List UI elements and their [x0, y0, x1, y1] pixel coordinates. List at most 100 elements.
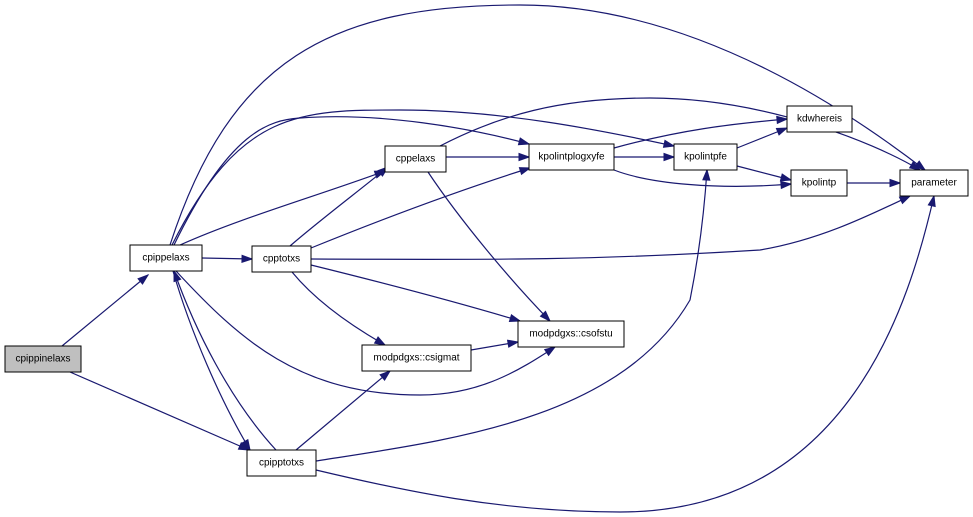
- node-box[interactable]: [246, 449, 317, 477]
- arrowhead-icon: [240, 438, 251, 452]
- node-cpippelaxs[interactable]: cpippelaxs: [129, 244, 203, 272]
- edges-layer: [61, 4, 936, 513]
- edge-line: [179, 170, 386, 246]
- node-kpolintp[interactable]: kpolintp: [790, 169, 848, 197]
- edge-cpipptotxs-to-cpippelaxs: [173, 269, 277, 451]
- arrowhead-icon: [508, 313, 522, 323]
- arrowhead-icon: [662, 139, 676, 148]
- node-modpdgxs-csigmat[interactable]: modpdgxs::csigmat: [361, 344, 472, 372]
- edge-cpippinelaxs-to-cpippelaxs: [61, 274, 150, 347]
- arrowhead-icon: [543, 346, 557, 357]
- edge-modpdgxs_csigmat-to-modpdgxs_csofstu: [470, 339, 520, 351]
- node-box[interactable]: [251, 245, 312, 273]
- edge-cppelaxs-to-parameter: [439, 97, 922, 171]
- edge-line: [310, 195, 911, 261]
- node-cpipptotxs[interactable]: cpipptotxs: [246, 449, 317, 477]
- arrowhead-icon: [702, 168, 711, 181]
- arrowhead-icon: [137, 274, 150, 285]
- edge-cppelaxs-to-modpdgxs_csofstu: [427, 171, 552, 323]
- node-label: kpolintpfe: [684, 152, 727, 163]
- arrowhead-icon: [898, 195, 912, 205]
- edge-cpptotxs-to-modpdgxs_csofstu: [310, 264, 522, 323]
- node-box[interactable]: [361, 344, 472, 372]
- arrowhead-icon: [914, 160, 927, 171]
- arrowhead-icon: [379, 370, 392, 381]
- edge-line: [289, 166, 389, 247]
- node-box[interactable]: [4, 345, 82, 373]
- node-label: kdwhereis: [797, 114, 842, 125]
- edge-line: [613, 169, 792, 187]
- edge-line: [173, 270, 277, 451]
- node-box[interactable]: [384, 145, 447, 173]
- edge-cpipptotxs-to-kpolintpfe: [315, 168, 711, 462]
- edge-kpolintp-to-parameter: [847, 178, 902, 188]
- node-box[interactable]: [129, 244, 203, 272]
- edge-cppelaxs-to-kpolintplogxyfe: [446, 152, 531, 162]
- edge-cpippelaxs-to-cppelaxs: [179, 170, 387, 246]
- arrowhead-icon: [776, 115, 789, 125]
- node-box[interactable]: [899, 169, 969, 197]
- edge-cpippelaxs-to-modpdgxs_csofstu: [175, 270, 557, 396]
- node-label: cpippinelaxs: [15, 354, 70, 365]
- edge-line: [171, 109, 675, 246]
- node-box[interactable]: [673, 143, 738, 171]
- arrowhead-icon: [775, 127, 789, 136]
- node-kpolintplogxyfe[interactable]: kpolintplogxyfe: [528, 143, 615, 171]
- edge-cpippelaxs-to-kpolintpfe: [171, 109, 676, 246]
- edge-line: [291, 271, 386, 346]
- arrowhead-icon: [780, 180, 793, 190]
- edge-cpippinelaxs-to-cpipptotxs: [69, 371, 251, 451]
- edge-line: [172, 270, 251, 451]
- arrowhead-icon: [779, 173, 793, 182]
- arrowhead-icon: [908, 160, 922, 171]
- edge-line: [310, 264, 521, 322]
- node-label: kpolintplogxyfe: [538, 152, 605, 163]
- arrowhead-icon: [241, 254, 254, 263]
- arrowhead-icon: [518, 152, 531, 162]
- node-box[interactable]: [517, 320, 625, 348]
- node-modpdgxs-csofstu[interactable]: modpdgxs::csofstu: [517, 320, 625, 348]
- arrowhead-icon: [889, 178, 902, 188]
- arrowhead-icon: [173, 269, 182, 283]
- edge-line: [439, 97, 921, 171]
- node-cppelaxs[interactable]: cppelaxs: [384, 145, 447, 173]
- edge-cpptotxs-to-parameter: [310, 195, 912, 261]
- edge-kpolintplogxyfe-to-kdwhereis: [613, 115, 789, 149]
- node-cpippinelaxs[interactable]: cpippinelaxs: [4, 345, 82, 373]
- node-box[interactable]: [786, 105, 853, 133]
- node-label: modpdgxs::csigmat: [373, 353, 459, 364]
- edge-kpolintpfe-to-kpolintp: [736, 165, 793, 182]
- node-label: cpipptotxs: [259, 458, 304, 469]
- node-label: parameter: [911, 178, 957, 189]
- edge-kpolintplogxyfe-to-kpolintpfe: [614, 152, 676, 162]
- node-cpptotxs[interactable]: cpptotxs: [251, 245, 312, 273]
- node-kdwhereis[interactable]: kdwhereis: [786, 105, 853, 133]
- edge-line: [61, 274, 149, 347]
- arrowhead-icon: [506, 339, 520, 348]
- edge-cpippelaxs-to-cpipptotxs: [172, 270, 251, 452]
- arrowhead-icon: [663, 152, 676, 162]
- arrowhead-icon: [373, 336, 387, 346]
- edge-line: [69, 371, 250, 451]
- edge-line: [613, 118, 788, 149]
- node-box[interactable]: [528, 143, 615, 171]
- node-label: kpolintp: [802, 178, 837, 189]
- node-label: cppelaxs: [396, 154, 435, 165]
- edge-line: [427, 171, 551, 322]
- node-box[interactable]: [790, 169, 848, 197]
- arrowhead-icon: [539, 310, 552, 323]
- edge-line: [295, 370, 391, 451]
- edge-cpptotxs-to-kpolintplogxyfe: [310, 167, 532, 249]
- arrowhead-icon: [517, 137, 531, 146]
- node-label: modpdgxs::csofstu: [529, 329, 612, 340]
- node-parameter[interactable]: parameter: [899, 169, 969, 197]
- node-label: cpptotxs: [263, 254, 300, 265]
- edge-cpippelaxs-to-cpptotxs: [201, 254, 254, 263]
- arrowhead-icon: [927, 194, 936, 208]
- edge-kpolintpfe-to-kdwhereis: [736, 127, 789, 149]
- edge-kpolintplogxyfe-to-kpolintp: [613, 169, 793, 190]
- edge-cpipptotxs-to-modpdgxs_csigmat: [295, 370, 392, 451]
- arrowhead-icon: [518, 167, 532, 176]
- node-kpolintpfe[interactable]: kpolintpfe: [673, 143, 738, 171]
- edge-line: [315, 169, 708, 462]
